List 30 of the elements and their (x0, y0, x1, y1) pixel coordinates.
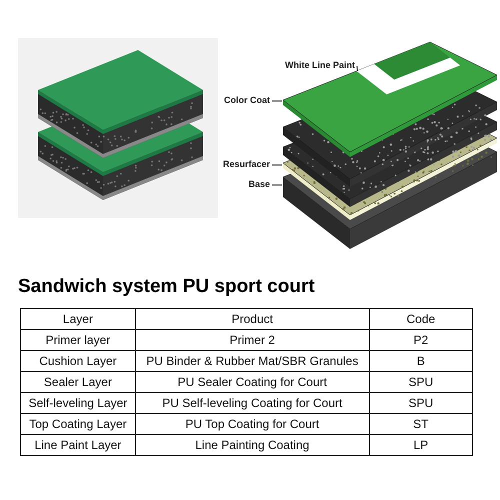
layer-label: Base (248, 179, 270, 190)
leader-line (272, 184, 282, 186)
layer-label: Resurfacer (222, 159, 270, 170)
table-cell: PU Binder & Rubber Mat/SBR Granules (135, 350, 370, 372)
table-cell: Product (135, 308, 370, 330)
table-cell: P2 (369, 330, 472, 350)
table-cell: SPU (369, 372, 472, 392)
table-cell: SPU (369, 392, 472, 414)
leader-line (272, 164, 282, 166)
table-cell: PU Top Coating for Court (135, 414, 370, 434)
table-cell: Line Paint Layer (20, 434, 136, 456)
layer-label: Color Coat (224, 95, 270, 106)
leader-line (272, 100, 282, 102)
table-cell: PU Sealer Coating for Court (135, 372, 370, 392)
table-cell: Top Coating Layer (20, 414, 136, 434)
title: Sandwich system PU sport court (18, 276, 315, 298)
leader-line (356, 66, 358, 72)
layer-label: White Line Paint (284, 60, 355, 71)
table-cell: PU Self-leveling Coating for Court (135, 392, 370, 414)
table-cell: Sealer Layer (20, 372, 136, 392)
table-cell: Code (369, 308, 472, 330)
table-cell: ST (369, 414, 472, 434)
table-cell: Primer layer (20, 330, 136, 350)
table-cell: LP (369, 434, 472, 456)
table-cell: Line Painting Coating (135, 434, 370, 456)
table-cell: Primer 2 (135, 330, 370, 350)
table-cell: Layer (20, 308, 136, 330)
table-cell: Self-leveling Layer (20, 392, 136, 414)
table-cell: B (369, 350, 472, 372)
table-cell: Cushion Layer (20, 350, 136, 372)
